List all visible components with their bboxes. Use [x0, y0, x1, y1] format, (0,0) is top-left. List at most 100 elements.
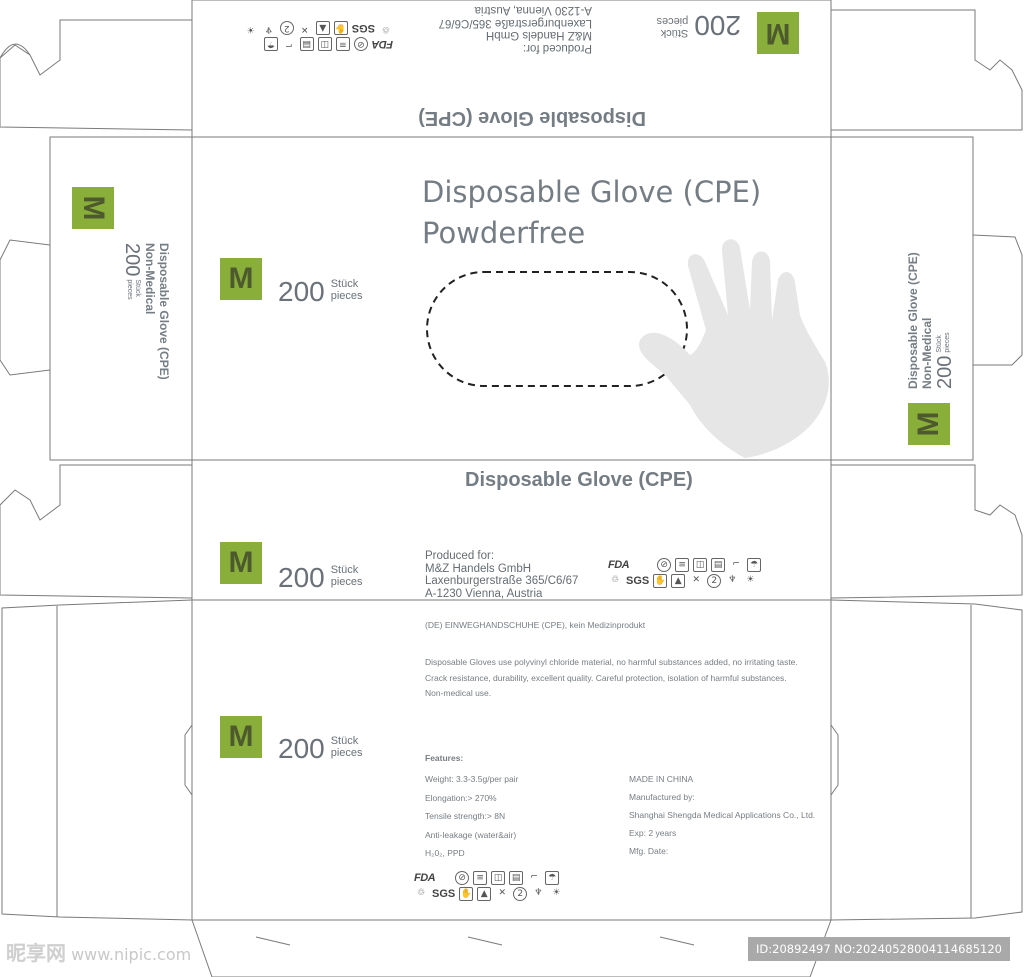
no-reuse-icon: ⊘: [455, 871, 470, 885]
temperature-icon: ⌐: [530, 872, 538, 882]
manual-icon: ≡: [675, 558, 690, 572]
top-sgs-badge: SGS: [351, 22, 375, 34]
back-unit-pieces: pieces: [330, 747, 363, 759]
left-side-panel: M Disposable Glove (CPE) Non-Medical 200…: [50, 137, 192, 460]
umbrella-icon: ☂: [747, 558, 762, 572]
left-unit-stueck: Stück: [134, 279, 141, 297]
sun-icon: ☀: [552, 888, 561, 898]
top-fda-badge: FDA: [371, 38, 393, 50]
back-sgs-badge: SGS: [432, 888, 456, 900]
bottom-unit-pieces: pieces: [330, 576, 363, 588]
flammable-icon: ✕: [692, 575, 700, 585]
back-description: Disposable Gloves use polyvinyl chloride…: [425, 655, 798, 702]
right-side-panel: M Disposable Glove (CPE) Non-Medical 200…: [831, 137, 973, 460]
food-safe-icon: ♆: [264, 24, 273, 34]
single-use-icon: 2: [513, 887, 528, 901]
bottom-quantity-number: 200: [278, 562, 325, 593]
front-unit-pieces: pieces: [330, 290, 363, 302]
bottom-street: Laxenburgerstraße 365/C6/67: [425, 575, 579, 587]
top-flap-title: Disposable Glove (CPE): [418, 107, 646, 129]
manufacturer-block: MADE IN CHINA Manufactured by: Shanghai …: [629, 770, 815, 860]
top-company: M&Z Handels GmbH: [485, 29, 592, 42]
back-desc-line2: Crack resistance, durability, excellent …: [425, 672, 787, 683]
manufacturer-icon: ▲: [315, 21, 330, 35]
lot-icon: ▤: [299, 37, 314, 51]
bottom-address: Produced for: M&Z Handels GmbH Laxenburg…: [425, 550, 578, 600]
left-line2: Non-Medical: [143, 243, 157, 315]
back-size-badge: M: [220, 716, 262, 758]
image-id-bar: ID:20892497 NO:20240528004114685120: [748, 937, 1010, 961]
no-reuse-icon: ⊘: [657, 558, 672, 572]
front-title-line2: Powderfree: [422, 216, 586, 250]
glove-illustration: [639, 239, 829, 458]
back-desc-line1: Disposable Gloves use polyvinyl chloride…: [425, 657, 798, 667]
right-line2: Non-Medical: [920, 317, 934, 389]
bottom-company: M&Z Handels GmbH: [425, 562, 532, 575]
food-safe-icon: ♆: [728, 575, 737, 585]
feature-elongation: Elongation:> 270%: [425, 792, 497, 803]
left-quantity-number: 200: [121, 243, 143, 277]
back-fda-badge: FDA: [414, 872, 436, 884]
top-size-badge: M: [757, 12, 799, 54]
right-unit-stueck: Stück: [936, 335, 943, 353]
recycle-icon: ♲: [381, 24, 391, 34]
lot-icon: ▤: [509, 871, 524, 885]
top-address: Produced for: M&Z Handels GmbH Laxenburg…: [438, 4, 592, 55]
manual-icon: ≡: [335, 37, 350, 51]
back-quantity-number: 200: [278, 733, 325, 764]
back-desc-line3: Non-medical use.: [425, 688, 492, 698]
latex-free-icon: ◫: [693, 558, 708, 572]
top-city: A-1230 Vienna, Austria: [474, 4, 592, 17]
sun-icon: ☀: [246, 24, 255, 34]
left-line1: Disposable Glove (CPE): [157, 243, 171, 380]
front-title: Disposable Glove (CPE) Powderfree: [422, 172, 761, 254]
front-quantity-number: 200: [278, 276, 325, 307]
temperature-icon: ⌐: [732, 559, 740, 569]
site-watermark: 昵享网 www.nipic.com: [6, 937, 191, 966]
feature-anti-leakage: Anti-leakage (water&air): [425, 829, 517, 840]
back-de-line: (DE) EINWEGHANDSCHUHE (CPE), kein Medizi…: [425, 620, 646, 630]
top-produced-for: Produced for:: [522, 42, 592, 54]
made-in-china: MADE IN CHINA: [629, 774, 694, 784]
recycle-icon: ♲: [416, 888, 426, 898]
bottom-sgs-badge: SGS: [626, 575, 650, 587]
latex-free-icon: ◫: [491, 871, 506, 885]
features-list: Weight: 3.3-3.5g/per pair Elongation:> 2…: [425, 770, 518, 863]
top-certification-icons: FDA ⊘ ≡ ◫ ▤ ⌐ ☂ ♲ SGS ✋ ▲ ✕ 2 ♆ ☀: [244, 21, 393, 51]
left-size-badge: M: [72, 187, 114, 229]
hand-icon: ✋: [333, 21, 348, 35]
bottom-certification-icons: FDA ⊘ ≡ ◫ ▤ ⌐ ☂ ♲ SGS ✋ ▲ ✕ 2 ♆ ☀: [608, 558, 762, 588]
bottom-fda-badge: FDA: [608, 559, 630, 571]
top-street: Laxenburgerstraße 365/C6/67: [438, 17, 592, 29]
umbrella-icon: ☂: [263, 37, 278, 51]
features-heading: Features:: [425, 753, 464, 763]
no-reuse-icon: ⊘: [353, 37, 368, 51]
feature-weight: Weight: 3.3-3.5g/per pair: [425, 774, 519, 784]
flammable-icon: ✕: [301, 24, 309, 34]
bottom-unit-stueck: Stück: [330, 564, 359, 576]
temperature-icon: ⌐: [285, 40, 293, 50]
sun-icon: ☀: [746, 575, 755, 585]
single-use-icon: 2: [279, 21, 294, 35]
hand-icon: ✋: [459, 887, 474, 901]
feature-tensile: Tensile strength:> 8N: [425, 811, 506, 821]
right-line1: Disposable Glove (CPE): [906, 252, 920, 389]
bottom-title: Disposable Glove (CPE): [465, 469, 693, 491]
top-unit-pieces: pieces: [656, 15, 689, 27]
back-certification-icons: FDA ⊘ ≡ ◫ ▤ ⌐ ☂ ♲ SGS ✋ ▲ ✕ 2 ♆ ☀: [414, 871, 563, 901]
window-cutout: [426, 271, 688, 387]
top-quantity-number: 200: [694, 10, 741, 41]
latex-free-icon: ◫: [317, 37, 332, 51]
front-unit-stueck: Stück: [330, 278, 359, 290]
manufactured-by: Manufactured by:: [629, 792, 695, 802]
top-unit-stueck: Stück: [660, 27, 689, 39]
right-unit-pieces: pieces: [944, 332, 951, 353]
lot-icon: ▤: [711, 558, 726, 572]
bottom-size-badge: M: [220, 542, 262, 584]
hand-icon: ✋: [653, 574, 668, 588]
mfg-date: Mfg. Date:: [629, 846, 669, 856]
manufacturer-icon: ▲: [477, 887, 492, 901]
